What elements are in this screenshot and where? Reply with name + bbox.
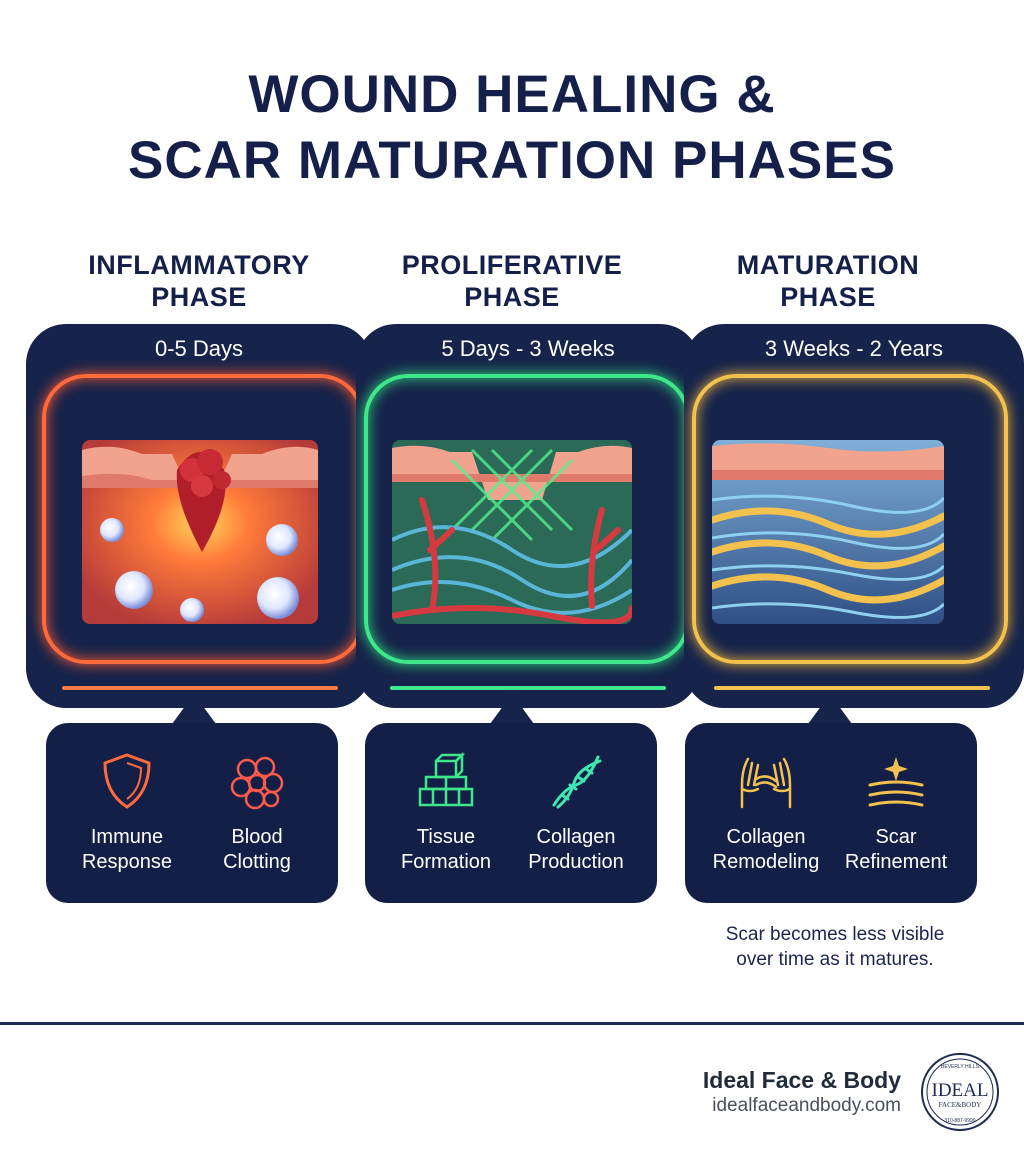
- brand-logo: BEVERLY HILLS IDEAL FACE&BODY 310-887-99…: [921, 1053, 999, 1131]
- phase-name-proliferative: PROLIFERATIVE PHASE: [362, 249, 662, 313]
- phase-duration: 3 Weeks - 2 Years: [764, 336, 944, 361]
- phase-card-inflammatory: Immune Response Blood Clotting: [46, 723, 338, 903]
- maturation-skin-illustration: [712, 440, 944, 624]
- phase-card-maturation: Collagen Remodeling Scar Refinement: [685, 723, 977, 903]
- building-blocks-icon: [418, 751, 474, 807]
- phase-underline: [390, 686, 666, 690]
- card-pointer: [172, 694, 216, 724]
- inflammation-skin-illustration: [82, 440, 318, 624]
- shield-icon: [103, 753, 151, 809]
- feature-label-line: Blood: [231, 826, 283, 848]
- note-line: over time as it matures.: [736, 949, 934, 970]
- brand-name: Ideal Face & Body: [702, 1067, 901, 1093]
- feature-label-line: Collagen: [536, 826, 616, 848]
- feature-label: Scar Refinement: [831, 825, 961, 875]
- phase-underline: [62, 686, 338, 690]
- title-line-1: WOUND HEALING &: [248, 65, 776, 124]
- phase-panel-maturation: 3 Weeks - 2 Years: [684, 324, 1024, 708]
- brand-url[interactable]: idealfaceandbody.com: [712, 1095, 901, 1116]
- feature-tissue-formation: Tissue Formation: [381, 723, 511, 903]
- feature-blood-clotting: Blood Clotting: [192, 723, 322, 903]
- feature-label-line: Collagen: [726, 826, 806, 848]
- phase-name-inflammatory: INFLAMMATORY PHASE: [49, 249, 349, 313]
- blood-cells-icon: [230, 756, 284, 810]
- feature-label: Blood Clotting: [192, 825, 322, 875]
- logo-main-text: IDEAL: [932, 1080, 989, 1101]
- phase-duration: 0-5 Days: [154, 336, 244, 361]
- phase-panel-inflammatory: 0-5 Days: [26, 324, 372, 708]
- feature-label-line: Scar: [875, 826, 917, 848]
- feature-label-line: Formation: [400, 851, 492, 873]
- feature-label: Collagen Remodeling: [701, 825, 831, 875]
- logo-bottom-text: 310-887-9999: [944, 1118, 975, 1124]
- card-pointer: [490, 694, 534, 724]
- phase-name-line: PROLIFERATIVE: [401, 250, 623, 280]
- phase-duration: 5 Days - 3 Weeks: [441, 336, 615, 361]
- brand-block: Ideal Face & Body idealfaceandbody.com: [703, 1066, 901, 1118]
- feature-label-line: Immune: [90, 826, 164, 848]
- feature-collagen-remodeling: Collagen Remodeling: [701, 723, 831, 903]
- hands-icon: [740, 757, 792, 809]
- proliferation-skin-illustration: [392, 440, 632, 624]
- feature-label: Collagen Production: [511, 825, 641, 875]
- feature-label-line: Clotting: [223, 851, 291, 873]
- phase-frame: [692, 374, 1008, 664]
- collagen-helix-icon: [552, 755, 602, 809]
- feature-label-line: Refinement: [844, 851, 948, 873]
- feature-label: Tissue Formation: [381, 825, 511, 875]
- phase-name-line: PHASE: [464, 282, 560, 312]
- phase-name-line: PHASE: [151, 282, 247, 312]
- feature-label-line: Tissue: [416, 826, 476, 848]
- phase-card-proliferative: Tissue Formation Collagen Production: [365, 723, 657, 903]
- phase-name-line: PHASE: [780, 282, 876, 312]
- feature-label-line: Response: [81, 851, 173, 873]
- feature-label-line: Remodeling: [712, 851, 820, 873]
- phase-name-line: INFLAMMATORY: [88, 250, 310, 280]
- logo-sub-text: FACE&BODY: [939, 1101, 982, 1109]
- footer-divider: [0, 1022, 1024, 1025]
- phase-strip: 0-5 Days: [26, 324, 1024, 708]
- feature-label-line: Production: [528, 851, 624, 873]
- feature-label: Immune Response: [62, 825, 192, 875]
- title-line-2: SCAR MATURATION PHASES: [128, 131, 896, 190]
- page-title: WOUND HEALING & SCAR MATURATION PHASES: [0, 62, 1024, 194]
- feature-collagen-production: Collagen Production: [511, 723, 641, 903]
- phase-name-maturation: MATURATION PHASE: [678, 249, 978, 313]
- phase-panel-proliferative: 5 Days - 3 Weeks: [356, 324, 700, 708]
- phase-name-line: MATURATION: [736, 250, 920, 280]
- phase-underline: [714, 686, 990, 690]
- feature-scar-refinement: Scar Refinement: [831, 723, 961, 903]
- logo-top-text: BEVERLY HILLS: [941, 1064, 980, 1070]
- note-line: Scar becomes less visible: [725, 924, 945, 945]
- sparkle-lines-icon: [868, 757, 924, 807]
- feature-immune-response: Immune Response: [62, 723, 192, 903]
- card-pointer: [808, 694, 852, 724]
- maturation-note: Scar becomes less visible over time as i…: [690, 922, 980, 972]
